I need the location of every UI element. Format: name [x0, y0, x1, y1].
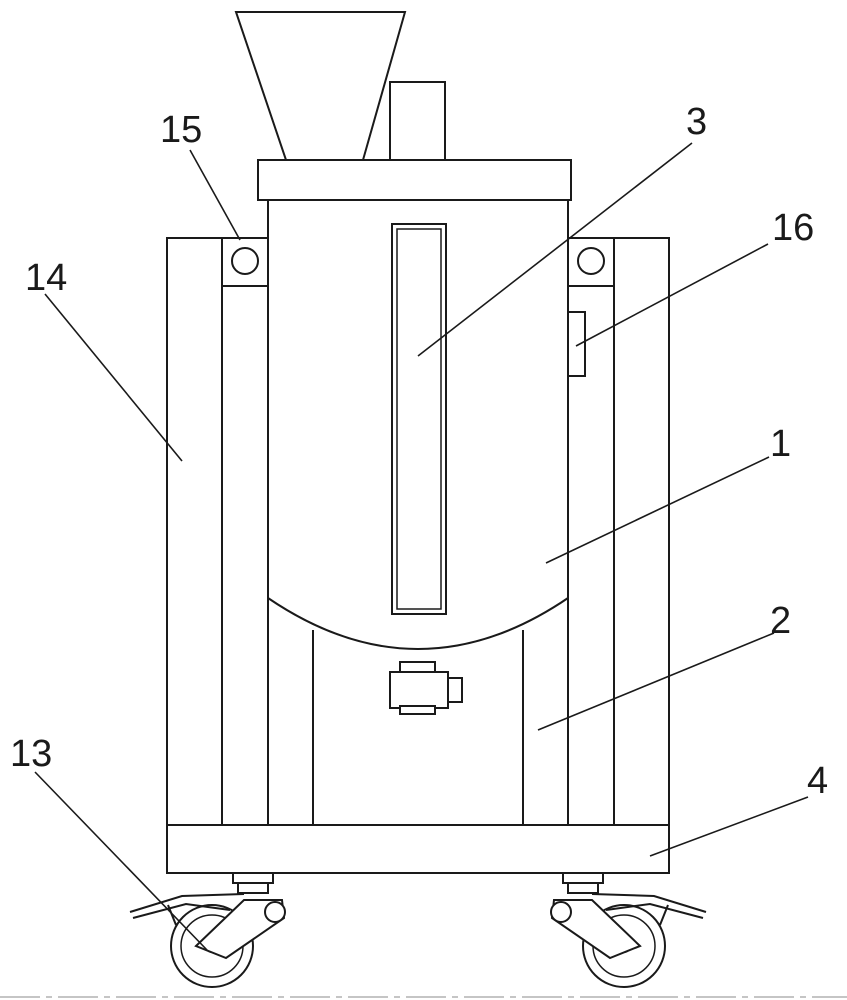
- label-15: 15: [160, 109, 202, 151]
- leader-15: [189, 149, 241, 241]
- bearing-left: [221, 237, 269, 287]
- lid-motor: [389, 81, 446, 161]
- label-16: 16: [772, 207, 814, 249]
- guide-rail-left: [221, 286, 269, 825]
- feed-hopper: [234, 11, 407, 161]
- leader-2: [537, 632, 775, 731]
- tank-lid: [257, 159, 572, 201]
- frame-column-left: [166, 237, 268, 826]
- sight-glass: [391, 223, 447, 615]
- leader-16: [575, 243, 769, 347]
- label-4: 4: [807, 760, 828, 802]
- discharge-valve: [389, 661, 463, 715]
- label-2: 2: [770, 600, 791, 642]
- leader-13: [34, 771, 208, 951]
- caster-wheel-right: [550, 872, 707, 988]
- leader-14: [44, 293, 183, 462]
- label-13: 13: [10, 733, 52, 775]
- support-legs: [312, 630, 524, 825]
- leader-4: [649, 796, 809, 857]
- label-1: 1: [770, 423, 791, 465]
- label-14: 14: [25, 257, 67, 299]
- leader-1: [545, 456, 770, 564]
- caster-wheel-left: [129, 872, 286, 988]
- control-box: [567, 311, 586, 377]
- tank-body: [267, 200, 569, 650]
- base-plate: [166, 824, 670, 874]
- label-3: 3: [686, 101, 707, 143]
- bearing-right: [567, 237, 615, 287]
- leader-3: [417, 142, 693, 357]
